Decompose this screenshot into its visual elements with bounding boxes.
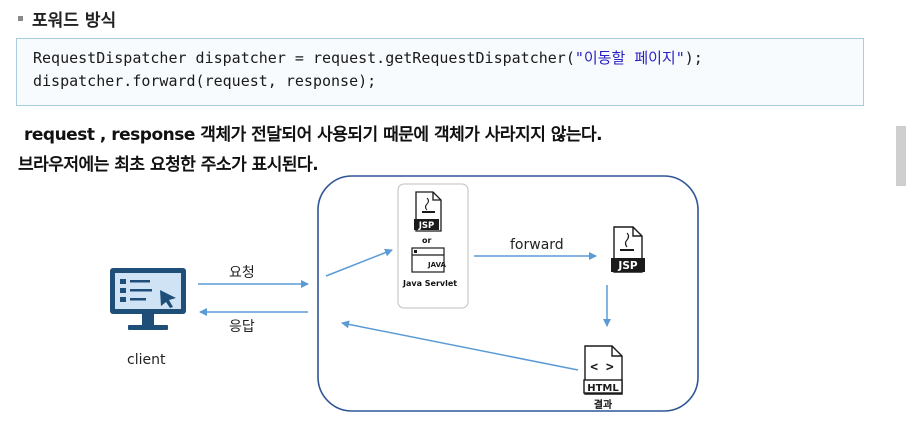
code-line-1-prefix: RequestDispatcher dispatcher = request.g… [33, 49, 575, 67]
section-heading: 포워드 방식 [18, 6, 117, 31]
description-line-1: request , response 객체가 전달되어 사용되기 때문에 객체가… [24, 125, 603, 145]
jsp-badge: JSP [418, 221, 435, 231]
client-monitor-icon [110, 268, 186, 330]
html-badge: HTML [587, 383, 619, 394]
or-label: or [422, 236, 431, 245]
code-glyph: < > [590, 360, 614, 375]
java-label: JAVA [427, 261, 446, 269]
incoming-arrow [325, 248, 393, 277]
description-line-2: 브라우저에는 최초 요청한 주소가 표시된다. [18, 155, 319, 175]
request-label: 요청 [229, 265, 255, 281]
servlet-label: Java Servlet [402, 279, 457, 288]
return-arrow [341, 320, 579, 371]
jsp-file-icon: JSP [414, 191, 442, 232]
side-scroll-tab [896, 126, 906, 186]
jsp-target-badge: JSP [617, 260, 637, 272]
code-block: RequestDispatcher dispatcher = request.g… [16, 38, 864, 106]
jsp-target-icon: JSP [611, 226, 645, 273]
response-label: 응답 [229, 319, 255, 335]
code-line-1-suffix: ); [684, 49, 703, 67]
code-line-1: RequestDispatcher dispatcher = request.g… [33, 47, 863, 70]
server-container [317, 175, 699, 412]
heading-text: 포워드 방식 [32, 10, 117, 31]
java-window-icon: JAVA [411, 247, 447, 273]
bullet-square [18, 15, 23, 21]
client-label: client [127, 352, 166, 368]
html-file-icon: < > HTML [583, 345, 623, 395]
result-label: 결과 [594, 398, 613, 411]
code-string-literal: "이동할 페이지" [574, 49, 685, 67]
code-line-2: dispatcher.forward(request, response); [33, 72, 377, 90]
forward-label: forward [510, 237, 564, 253]
